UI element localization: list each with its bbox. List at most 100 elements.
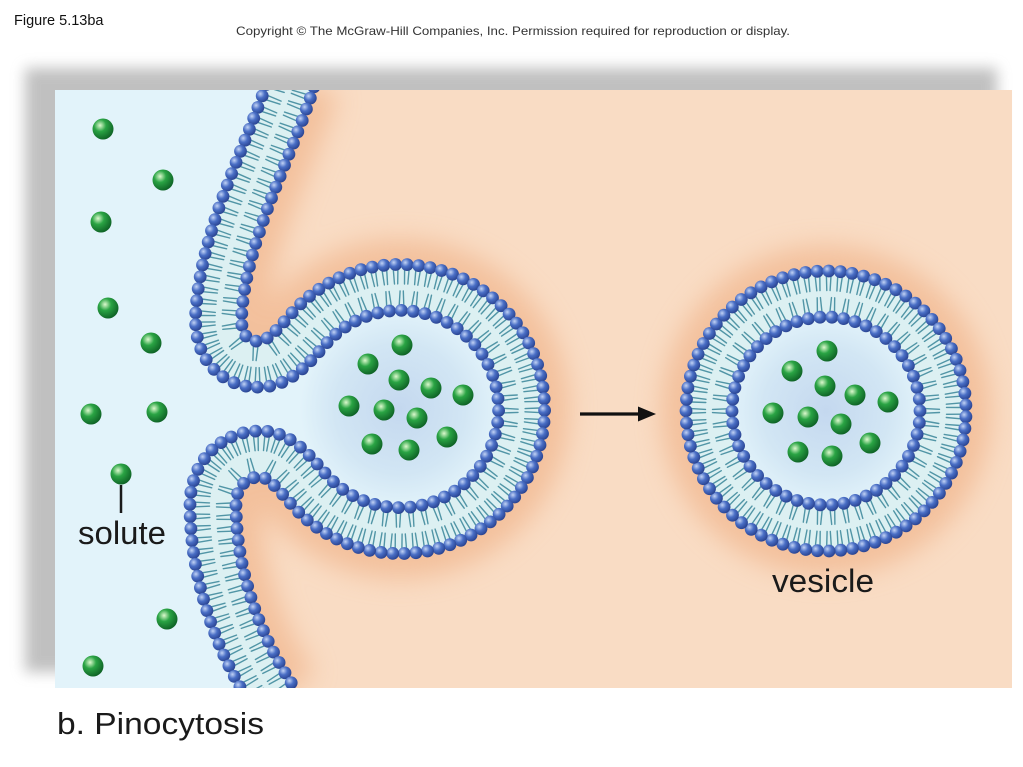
phospholipid-head (300, 102, 313, 116)
lipid-tail (908, 497, 920, 510)
lipid-tail (725, 456, 739, 466)
phospholipid-head (737, 450, 751, 463)
phospholipid-head (248, 602, 262, 616)
phospholipid-head (244, 591, 258, 604)
lipid-tail (464, 289, 474, 303)
lipid-tail (468, 485, 479, 499)
phospholipid-head (220, 178, 234, 192)
lipid-tail (202, 468, 217, 478)
lipid-tail (485, 466, 498, 477)
lipid-tail (255, 684, 263, 688)
phospholipid-head (870, 483, 883, 497)
lipid-tail (269, 147, 285, 156)
lipid-tail (805, 298, 811, 314)
phospholipid-head (709, 317, 723, 331)
lipid-tail (338, 282, 347, 297)
phospholipid-head (255, 90, 269, 103)
lipid-tail (692, 432, 709, 437)
membrane-bilayer-core (190, 90, 544, 688)
lipid-tail (736, 308, 748, 322)
lipid-tail (929, 342, 944, 351)
phospholipid-head (239, 329, 253, 343)
lipid-tail (267, 342, 278, 356)
lipid-tail (371, 293, 376, 310)
lipid-tail (226, 360, 236, 375)
lipid-tail (213, 613, 230, 619)
phospholipid-head (187, 546, 200, 559)
lipid-tail (788, 302, 794, 319)
phospholipid-head (357, 494, 370, 507)
lipid-tail (204, 274, 221, 280)
lipid-tail (200, 330, 217, 335)
lipid-tail (302, 468, 316, 479)
arrow-head (638, 406, 656, 422)
lipid-tail (754, 295, 764, 310)
phospholipid-head (291, 125, 305, 139)
lipid-tail (875, 287, 882, 302)
lipid-tail (509, 342, 524, 352)
lipid-tail (497, 485, 510, 497)
lipid-tail (944, 426, 961, 431)
invagination-cavity (300, 309, 500, 509)
phospholipid-head (440, 316, 454, 329)
lipid-tail (200, 302, 217, 305)
lipid-tail (383, 532, 386, 549)
lipid-tail (892, 510, 902, 524)
phospholipid-head (703, 327, 716, 340)
lipid-tail (701, 357, 716, 365)
phospholipid-head (446, 267, 459, 281)
phospholipid-head (902, 449, 915, 463)
lipid-tail (423, 293, 430, 309)
lipid-tail (903, 502, 915, 515)
lipid-tail (194, 494, 211, 498)
lipid-tail (945, 395, 961, 399)
phospholipid-head (303, 289, 316, 303)
phospholipid-head (184, 485, 198, 499)
phospholipid-head (217, 648, 231, 662)
phospholipid-head (691, 347, 705, 361)
lipid-tail (266, 436, 270, 452)
phospholipid-head (240, 271, 254, 285)
solute-particle (140, 332, 162, 354)
lipid-tail (433, 273, 439, 290)
lipid-tail (711, 337, 726, 347)
lipid-tail (279, 122, 295, 129)
lipid-tail (216, 229, 232, 236)
phospholipid-head (300, 513, 314, 527)
phospholipid-head (238, 283, 252, 296)
lipid-tail (385, 291, 388, 307)
lipid-tail (517, 450, 532, 458)
lipid-tail (432, 506, 440, 522)
lipid-tail (503, 477, 517, 488)
lipid-tail (916, 366, 932, 373)
lipid-tail (513, 459, 528, 468)
phospholipid-head (189, 306, 203, 320)
vesicle-bilayer-core (686, 272, 966, 550)
lipid-tail (308, 503, 320, 516)
lipid-tail (468, 512, 477, 527)
lipid-tail (334, 309, 345, 323)
lipid-tail (244, 211, 260, 218)
lipid-tail (943, 433, 960, 438)
phospholipid-head (190, 294, 204, 308)
phospholipid-head (779, 489, 793, 503)
lipid-tail (708, 343, 722, 353)
phospholipid-head (925, 313, 939, 326)
lipid-tail (370, 509, 377, 525)
lipid-tail (493, 491, 506, 502)
lipid-tail (693, 379, 710, 384)
lipid-tail (227, 195, 243, 203)
lipid-tail (361, 528, 367, 545)
lipid-tail (934, 462, 949, 470)
lipid-tail (206, 462, 220, 473)
phospholipid-head (207, 363, 221, 376)
lipid-tail (217, 623, 234, 630)
lipid-tail (370, 271, 376, 288)
phospholipid-head (907, 439, 920, 452)
lipid-tail (384, 511, 389, 527)
lipid-tail (856, 279, 861, 296)
phospholipid-head (302, 449, 316, 462)
lipid-tail (502, 420, 518, 425)
lipid-tail (287, 100, 304, 106)
lipid-tail (235, 238, 252, 245)
